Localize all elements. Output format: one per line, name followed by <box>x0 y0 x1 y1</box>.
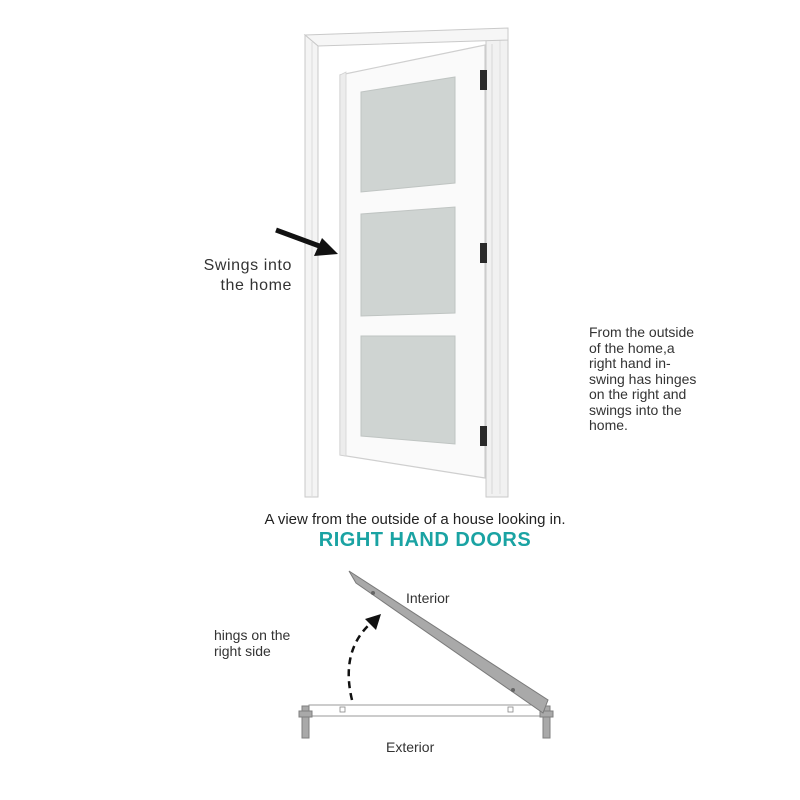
swing-arc <box>347 621 373 701</box>
jamb-right <box>542 705 551 739</box>
swings-into-line1: Swings into <box>203 257 292 274</box>
glass-panel-top <box>360 76 456 193</box>
arrow-head-icon <box>314 238 338 256</box>
hinge-icon <box>480 426 487 446</box>
view-caption: A view from the outside of a house looki… <box>264 511 566 528</box>
jamb-left <box>301 705 310 739</box>
swings-into-label: Swings into the home <box>150 256 292 296</box>
hinge-icon <box>480 70 487 90</box>
hinge-side-label: hings on the right side <box>214 627 291 659</box>
explanation-text: From the outside of the home,a right han… <box>589 324 697 433</box>
door-open-position <box>348 570 549 714</box>
interior-label: Interior <box>406 590 450 606</box>
exterior-label: Exterior <box>386 739 435 755</box>
hinge-icon <box>480 243 487 263</box>
page-title: RIGHT HAND DOORS <box>318 529 532 551</box>
arrow-icon <box>275 227 323 250</box>
glass-panel-middle <box>360 206 456 317</box>
swings-into-line2: the home <box>220 277 292 294</box>
swing-arrow-icon <box>365 614 381 630</box>
glass-panel-bottom <box>360 335 456 445</box>
